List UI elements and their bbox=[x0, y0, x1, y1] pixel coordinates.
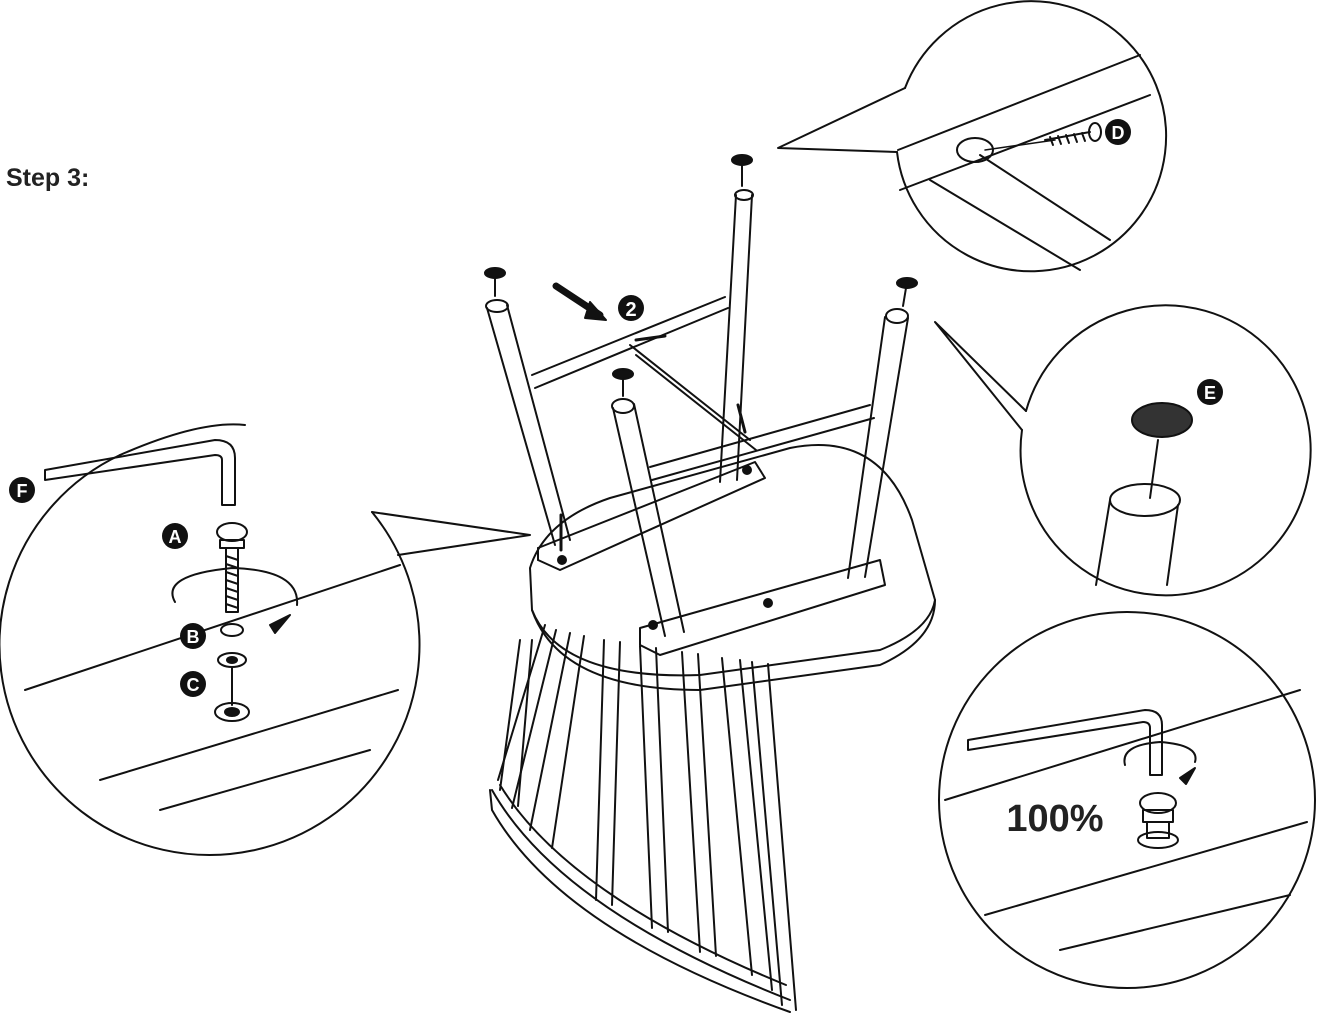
svg-text:A: A bbox=[169, 527, 182, 547]
detail-circle-tighten bbox=[938, 611, 1316, 989]
chair-stretchers bbox=[531, 296, 875, 481]
svg-text:B: B bbox=[187, 627, 200, 647]
svg-text:D: D bbox=[1112, 123, 1125, 143]
detail-circle-screw: D bbox=[777, 0, 1168, 273]
chair-cleats bbox=[537, 461, 886, 656]
felt-pad-icons bbox=[484, 154, 918, 380]
tighten-percent-label: 100% bbox=[1006, 798, 1103, 840]
svg-text:F: F bbox=[17, 481, 28, 501]
bolt-icon bbox=[1139, 792, 1177, 814]
allen-key-badge bbox=[9, 477, 35, 503]
chair-back-spindles bbox=[497, 624, 797, 1011]
lock-washer-icon bbox=[220, 623, 244, 637]
felt-pad-icon bbox=[1131, 402, 1193, 438]
chair-seat bbox=[529, 444, 936, 677]
chair-illustration: 2 bbox=[484, 154, 936, 1013]
felt-pad-badge bbox=[1197, 379, 1223, 405]
allen-key-icon bbox=[44, 439, 236, 506]
rotation-arrow-icon bbox=[171, 567, 299, 606]
bolt-badge bbox=[162, 523, 188, 549]
wood-screw-icon bbox=[1044, 131, 1091, 146]
bolt-icon bbox=[216, 522, 248, 542]
screw-count-label: 2 bbox=[625, 299, 636, 321]
detail-circle-felt-pad: E bbox=[934, 304, 1312, 597]
threaded-hole-icon bbox=[214, 702, 250, 722]
cleat-screw-icons bbox=[557, 465, 773, 630]
allen-key-icon bbox=[967, 709, 1163, 776]
screw-count-badge bbox=[618, 295, 644, 321]
svg-text:E: E bbox=[1204, 383, 1216, 403]
svg-text:C: C bbox=[187, 675, 200, 695]
chair-back-rail bbox=[491, 789, 791, 1001]
wood-screw-badge bbox=[1105, 119, 1131, 145]
rotation-arrow-icon bbox=[1123, 741, 1197, 766]
step-title: Step 3: bbox=[6, 164, 90, 192]
detail-circle-bolt: F A B C bbox=[0, 423, 531, 856]
